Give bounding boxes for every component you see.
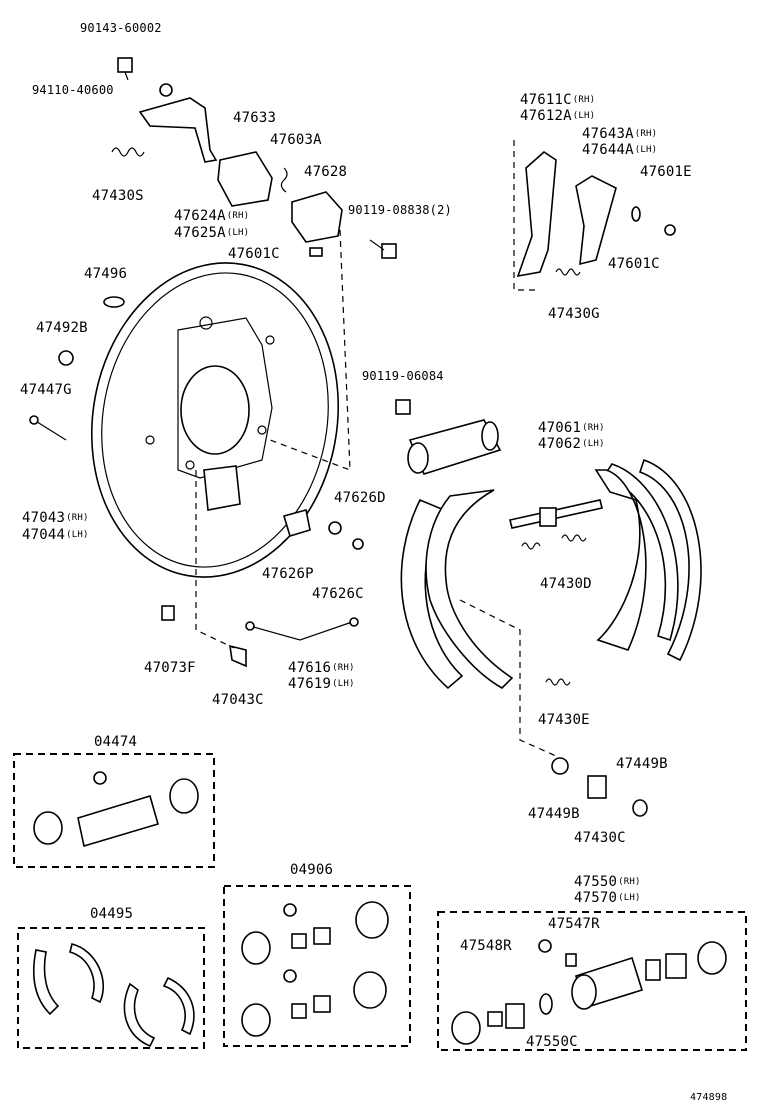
backing-plate xyxy=(90,262,340,578)
clip-47601C-right xyxy=(631,206,641,222)
label-47643A: 47643A(RH) xyxy=(582,126,658,142)
bolt-47043C xyxy=(229,644,247,668)
label-47061: 47061(RH) xyxy=(538,420,605,436)
label-47626C: 47626C xyxy=(312,586,364,602)
label-47547R: 47547R xyxy=(548,916,600,932)
label-47073F: 47073F xyxy=(144,660,196,676)
label-47603A: 47603A xyxy=(270,132,322,148)
label-47430G: 47430G xyxy=(548,306,600,322)
kit-04906-parts xyxy=(241,901,389,1037)
pin-47447G xyxy=(29,415,67,441)
spring-47430S xyxy=(111,147,145,157)
label-47611C: 47611C(RH) xyxy=(520,92,596,108)
nut-47626C xyxy=(328,521,342,535)
label-47044: 47044(LH) xyxy=(22,527,89,543)
label-90143-60002: 90143-60002 xyxy=(80,21,162,35)
kit-47550-parts xyxy=(451,939,727,1045)
spring-47430D xyxy=(521,534,587,550)
cap-47492B xyxy=(58,350,74,366)
label-47548R: 47548R xyxy=(460,938,512,954)
label-90119-06084: 90119-06084 xyxy=(362,369,444,383)
clip-47601C xyxy=(309,247,323,257)
brake-shoe-left xyxy=(400,489,514,690)
cylinder-47633 xyxy=(217,151,273,207)
label-47062: 47062(LH) xyxy=(538,436,605,452)
label-90119-08838: 90119-08838(2) xyxy=(348,203,452,217)
label-47449B-right: 47449B xyxy=(616,756,668,772)
clip-47073F xyxy=(161,605,175,621)
label-kit-04906: 04906 xyxy=(290,862,334,878)
label-kit-04474: 04474 xyxy=(94,734,138,750)
label-47430C: 47430C xyxy=(574,830,626,846)
label-47550C: 47550C xyxy=(526,1034,578,1050)
nut-47626D xyxy=(352,538,364,550)
label-47601E: 47601E xyxy=(640,164,692,180)
label-47624A: 47624A(RH) xyxy=(174,208,250,224)
diagram-reference-number: 474898 xyxy=(690,1092,728,1103)
label-47449B: 47449B xyxy=(528,806,580,822)
label-47492B: 47492B xyxy=(36,320,88,336)
bolt-90119-08838 xyxy=(369,239,397,259)
label-47601C-right: 47601C xyxy=(608,256,660,272)
label-47626P: 47626P xyxy=(262,566,314,582)
adjuster-47628 xyxy=(291,191,343,243)
label-47601C: 47601C xyxy=(228,246,280,262)
label-kit-04495: 04495 xyxy=(90,906,134,922)
label-47616: 47616(RH) xyxy=(288,660,355,676)
retainer-47449B xyxy=(551,757,569,775)
parking-lever xyxy=(138,97,218,163)
label-47633: 47633 xyxy=(233,110,277,126)
label-47043: 47043(RH) xyxy=(22,510,89,526)
label-47628: 47628 xyxy=(304,164,348,180)
adjuster-strut-47061 xyxy=(509,499,603,529)
label-47625A: 47625A(LH) xyxy=(174,225,250,241)
label-47612A: 47612A(LH) xyxy=(520,108,596,124)
cup-47449B xyxy=(632,799,648,817)
clip-47601E xyxy=(664,224,676,236)
parking-lever-right xyxy=(516,150,557,278)
kit-04495-parts xyxy=(32,943,195,1048)
spring-47430G xyxy=(555,268,581,276)
spring-47430E xyxy=(545,678,571,686)
bleeder-90119-06084 xyxy=(395,399,411,415)
wheel-cylinder xyxy=(407,419,502,475)
clip-47603A xyxy=(280,167,288,193)
spring-47430C xyxy=(587,775,607,799)
label-47430S: 47430S xyxy=(92,188,144,204)
label-47550: 47550(RH) xyxy=(574,874,641,890)
brake-shoe-right xyxy=(594,458,702,662)
cable-47616 xyxy=(245,617,359,641)
washer-94110 xyxy=(159,83,173,97)
label-47626D: 47626D xyxy=(334,490,386,506)
label-47447G: 47447G xyxy=(20,382,72,398)
plug-47496 xyxy=(103,296,125,308)
label-47496: 47496 xyxy=(84,266,128,282)
bolt-90143 xyxy=(117,57,133,81)
label-94110-40600: 94110-40600 xyxy=(32,83,114,97)
shoe-lever-right xyxy=(575,175,617,266)
label-47570: 47570(LH) xyxy=(574,890,641,906)
label-47644A: 47644A(LH) xyxy=(582,142,658,158)
label-47619: 47619(LH) xyxy=(288,676,355,692)
label-47043C: 47043C xyxy=(212,692,264,708)
label-47430E: 47430E xyxy=(538,712,590,728)
bracket-47626P xyxy=(282,509,311,537)
kit-04474-parts xyxy=(33,771,199,848)
label-47430D: 47430D xyxy=(540,576,592,592)
